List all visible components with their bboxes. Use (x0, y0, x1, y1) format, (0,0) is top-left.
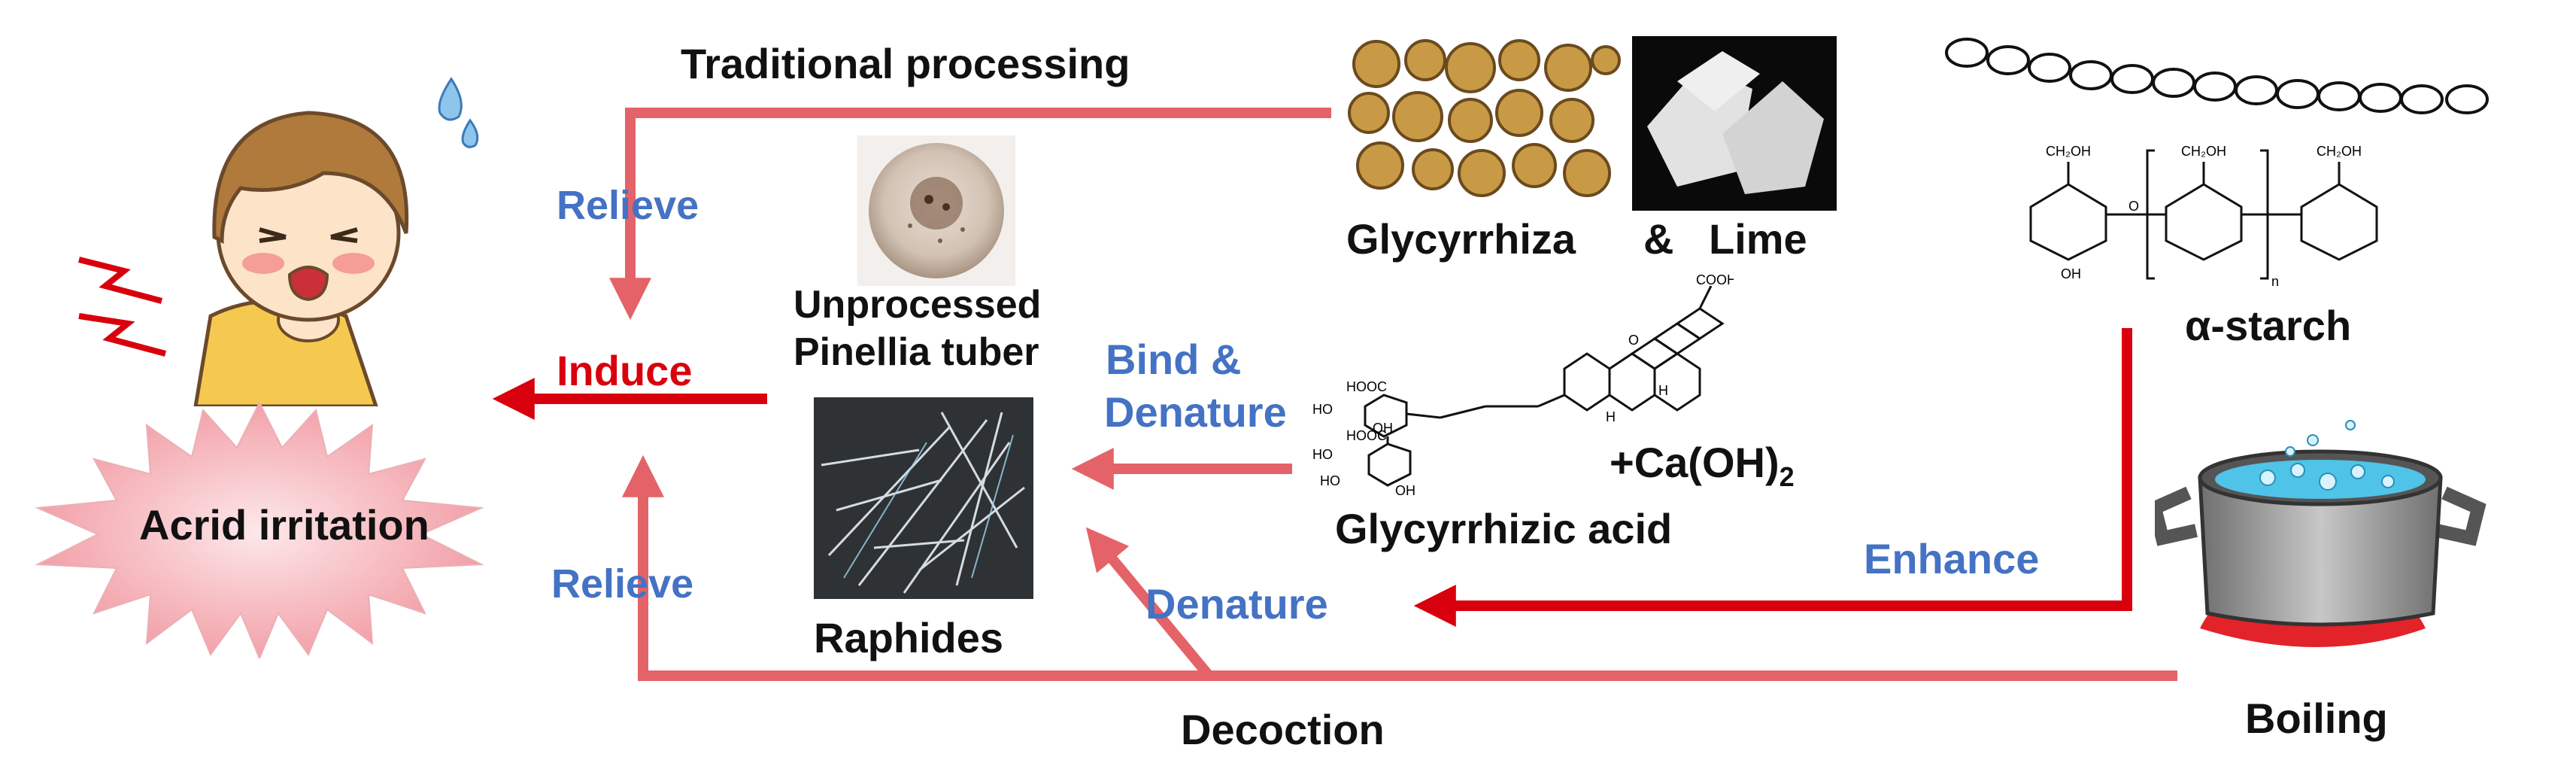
raphides-photo (814, 397, 1033, 599)
boiling-label: Boiling (2245, 695, 2388, 742)
starch-chain-icon (1944, 38, 2493, 128)
relieve-bottom-label: Relieve (551, 561, 694, 607)
chem-cooh-top: COOH (1696, 272, 1734, 287)
denature-arrow (1085, 527, 1212, 677)
lime-photo (1632, 36, 1837, 211)
chem-oh1: OH (1373, 421, 1393, 436)
glycyrrhiza-photo (1346, 38, 1621, 207)
chem-oh2: OH (1395, 483, 1415, 497)
lime-label: Lime (1709, 215, 1807, 263)
pinellia-tuber-photo (857, 135, 1015, 286)
boiling-pot-icon (2147, 410, 2493, 666)
chem-h2: H (1606, 409, 1616, 424)
starch-o: O (2128, 199, 2139, 214)
caoh2-subscript: 2 (1779, 461, 1795, 493)
chem-cooh-a: HOOC (1346, 379, 1387, 394)
glycyrrhizic-acid-structure: COOH HOOC HOOC HO HO HO OH OH O H H (1312, 271, 1737, 498)
acrid-irritation-label: Acrid irritation (139, 501, 429, 549)
induce-label: Induce (557, 347, 693, 394)
decoction-arrow (622, 455, 2177, 681)
sick-person-icon (60, 60, 451, 409)
unprocessed-label-line2: Pinellia tuber (793, 330, 1039, 374)
chem-ho2: HO (1312, 447, 1333, 462)
bind-label-line1: Bind & (1106, 336, 1242, 383)
enhance-label: Enhance (1864, 535, 2040, 582)
ampersand-label: & (1643, 215, 1674, 263)
unprocessed-label-line1: Unprocessed (793, 283, 1042, 327)
chem-ho1: HO (1312, 402, 1333, 417)
starch-structure: CH₂OH CH₂OH CH₂OH OH O n (2001, 139, 2437, 297)
chem-ho3: HO (1320, 473, 1340, 488)
lightning-icon (71, 230, 177, 365)
starch-ch2oh-2: CH₂OH (2181, 144, 2226, 159)
glycyrrhizic-acid-label: Glycyrrhizic acid (1335, 505, 1673, 552)
starch-oh: OH (2061, 266, 2081, 281)
chem-cooh-b: HOOC (1346, 428, 1387, 443)
relieve-top-label: Relieve (557, 183, 699, 228)
enhance-arrow (1413, 328, 2132, 627)
bind-label-line2: Denature (1104, 388, 1287, 436)
caoh2-label: +Ca(OH)2 (1610, 438, 1795, 493)
glycyrrhiza-label: Glycyrrhiza (1346, 215, 1576, 263)
denature-label: Denature (1145, 580, 1328, 628)
raphides-label: Raphides (814, 614, 1004, 661)
starch-ch2oh-1: CH₂OH (2046, 144, 2091, 159)
starch-n: n (2271, 274, 2279, 289)
sweat-drop-icon (429, 71, 489, 154)
chem-o: O (1628, 333, 1639, 348)
alpha-starch-label: α-starch (2185, 302, 2352, 349)
decoction-label: Decoction (1181, 706, 1385, 753)
traditional-processing-label: Traditional processing (681, 40, 1130, 87)
chem-h1: H (1658, 383, 1668, 398)
acrid-burst-shape (30, 400, 489, 661)
caoh2-text: +Ca(OH) (1610, 439, 1780, 486)
starch-ch2oh-3: CH₂OH (2317, 144, 2362, 159)
traditional-processing-arrow (609, 108, 1331, 321)
